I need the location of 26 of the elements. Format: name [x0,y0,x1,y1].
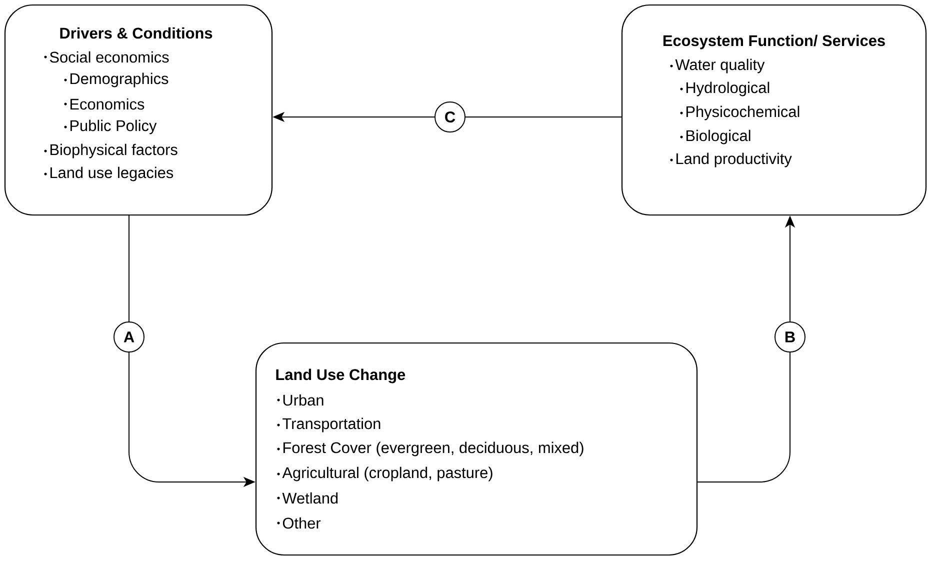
bullet-item: Wetland [277,492,338,504]
bullet-item: Water quality [670,58,765,74]
bullet-item: Land use legacies [44,166,174,182]
process-box [621,4,927,216]
box-heading: Land Use Change [276,368,406,384]
bullet-item: Transportation [277,418,380,432]
bullet-item: Biophysical factors [44,144,178,158]
bullet-item: Demographics [64,72,168,88]
box-heading: Drivers & Conditions [60,27,212,39]
edge-label: C [434,102,466,132]
bullet-item: Biological [680,130,750,144]
bullet-item: Hydrological [680,82,770,96]
bullet-item: Urban [277,394,324,406]
process-box [255,342,698,556]
bullet-item: Public Policy [64,120,157,134]
bullet-item: Land productivity [670,152,792,168]
bullet-item: Agricultural (cropland, pasture) [277,466,492,482]
bullet-item: Economics [64,98,144,110]
box-heading: Ecosystem Function/ Services [663,34,885,50]
process-box [4,4,273,216]
bullet-item: Social economics [44,51,169,63]
edge-label: B [774,322,806,352]
bullet-item: Other [277,517,321,529]
bullet-item: Forest Cover (evergreen, deciduous, mixed) [277,442,584,456]
bullet-item: Physicochemical [680,106,800,120]
edge-label: A [114,322,144,352]
